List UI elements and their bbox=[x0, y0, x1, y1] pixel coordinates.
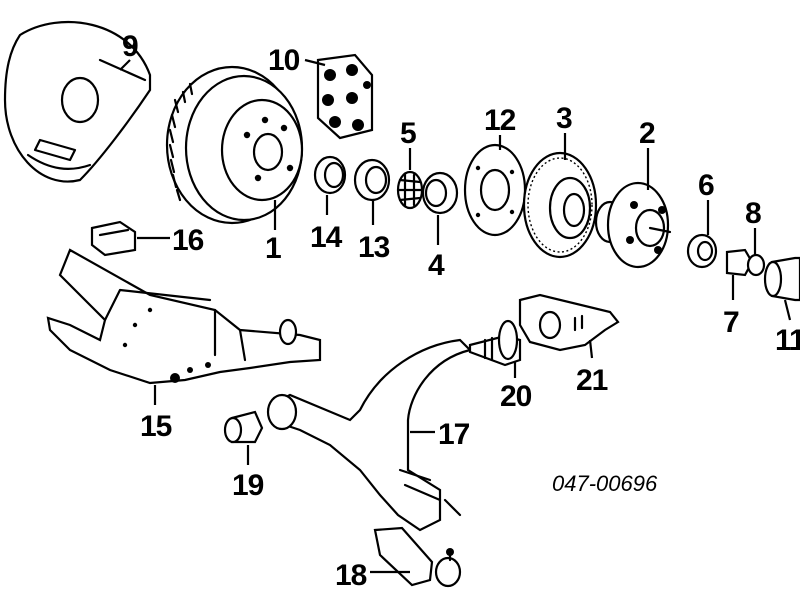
callout-3: 3 bbox=[556, 102, 572, 135]
part-tone-ring bbox=[522, 151, 598, 259]
callout-labels: 9 10 5 12 3 2 6 8 1 14 13 4 16 7 11 20 2… bbox=[122, 30, 800, 592]
callout-20: 20 bbox=[500, 380, 532, 413]
callout-9: 9 bbox=[122, 30, 138, 63]
part-bumper-pad bbox=[90, 220, 137, 257]
callout-10: 10 bbox=[268, 44, 300, 77]
callout-leaders bbox=[119, 58, 792, 574]
callout-14: 14 bbox=[310, 221, 343, 254]
callout-13: 13 bbox=[358, 231, 390, 264]
part-strut-rod-bushing bbox=[468, 319, 522, 367]
part-ball-joint bbox=[373, 526, 462, 588]
callout-1: 1 bbox=[265, 232, 281, 265]
callout-5: 5 bbox=[400, 117, 416, 150]
part-lower-control-arm bbox=[266, 338, 473, 532]
callout-18: 18 bbox=[335, 559, 367, 592]
part-washer bbox=[686, 233, 718, 269]
part-wheel-hub bbox=[594, 181, 672, 269]
part-spindle-nut bbox=[725, 248, 766, 277]
part-bearing-race-inner bbox=[353, 158, 391, 202]
callout-6: 6 bbox=[698, 169, 714, 202]
part-crossmember bbox=[46, 248, 322, 385]
callout-2: 2 bbox=[639, 117, 655, 150]
part-bearing-cup bbox=[421, 171, 459, 215]
part-roller-bearing bbox=[396, 170, 424, 210]
part-dust-shield bbox=[3, 20, 152, 183]
part-strut-rod-bracket bbox=[518, 293, 620, 352]
callout-4: 4 bbox=[428, 249, 445, 282]
part-bushing bbox=[223, 410, 264, 444]
part-brake-rotor bbox=[165, 65, 304, 225]
callout-12: 12 bbox=[484, 104, 516, 137]
callout-7: 7 bbox=[723, 306, 739, 339]
callout-21: 21 bbox=[576, 364, 608, 397]
callout-19: 19 bbox=[232, 469, 264, 502]
part-dust-cap bbox=[763, 256, 800, 302]
callout-8: 8 bbox=[745, 197, 761, 230]
callout-11: 11 bbox=[775, 324, 800, 357]
part-seal-plate bbox=[463, 143, 527, 237]
part-bearing-race-outer bbox=[313, 155, 347, 195]
callout-15: 15 bbox=[140, 410, 172, 443]
callout-16: 16 bbox=[172, 224, 204, 257]
callout-17: 17 bbox=[438, 418, 470, 451]
part-wheel-bolts bbox=[316, 53, 374, 140]
catalog-number: 047-00696 bbox=[552, 471, 658, 496]
